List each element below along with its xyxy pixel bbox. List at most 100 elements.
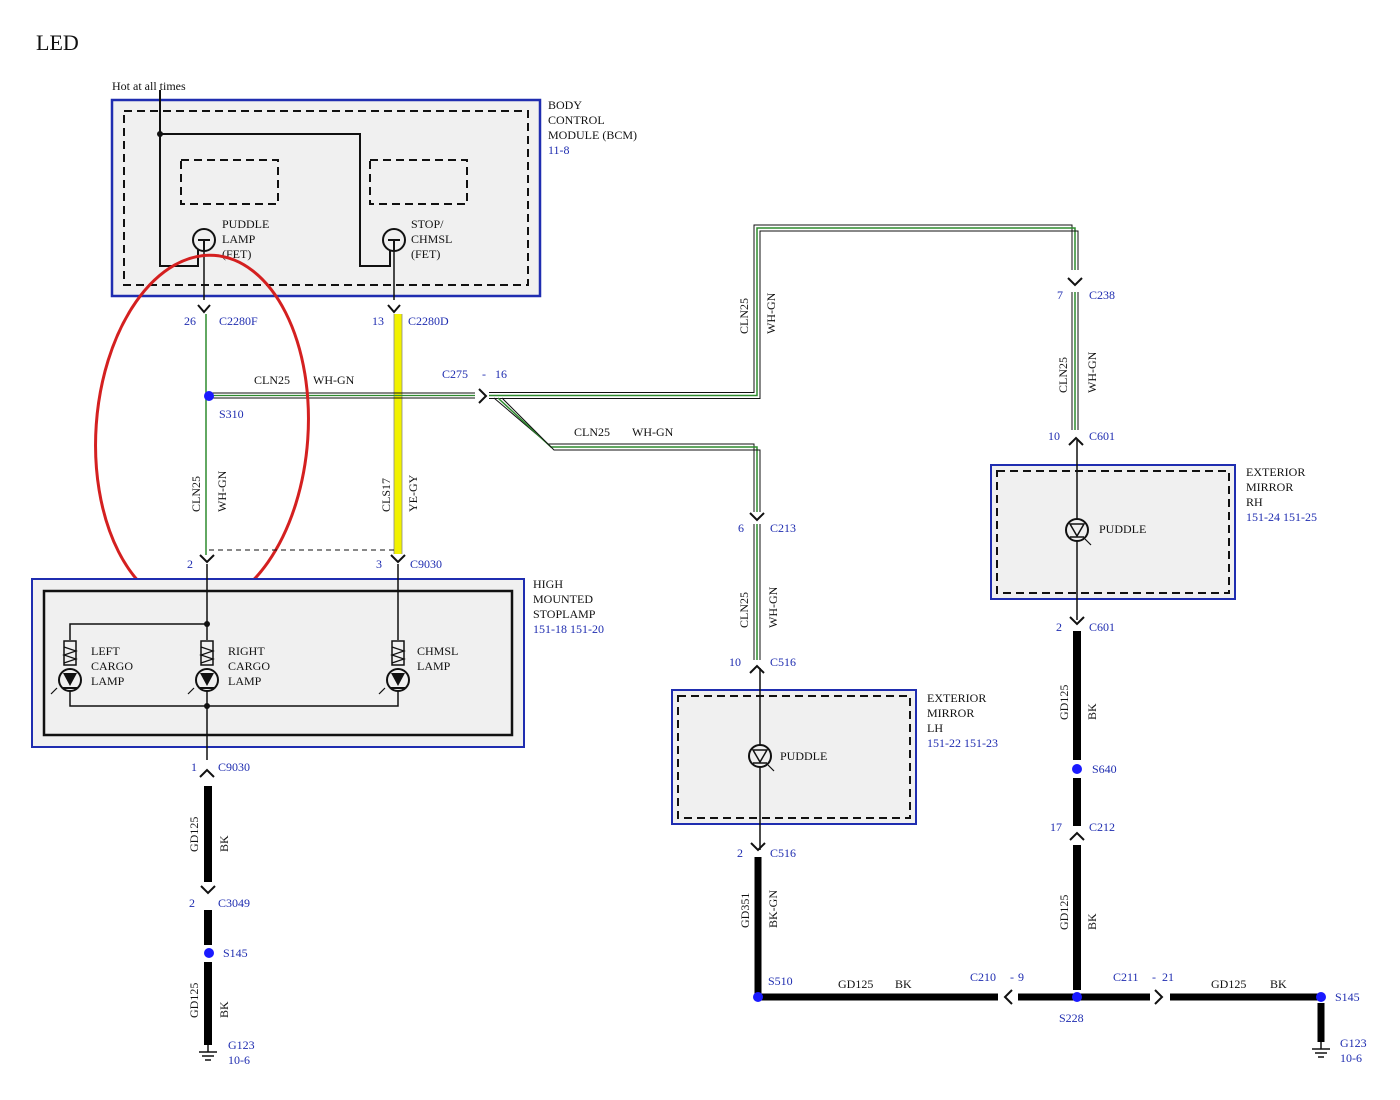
c210-connector-icon [1003,989,1013,1005]
c516-in-name: C516 [770,655,796,669]
c516-out-pin: 2 [737,846,743,860]
s145-right-splice-dot [1316,992,1326,1002]
ground-left-icon [199,1045,217,1061]
bcm-module-inner-dashed [123,110,529,286]
c601-out-pin: 2 [1056,620,1062,634]
right-cargo-lamp-label-1: RIGHT [228,644,265,658]
bcm-bus-junction-dot [157,131,163,137]
ground-right-icon [1312,1042,1330,1058]
bcm-name-3: MODULE (BCM) [548,128,637,142]
wire-cln25-horiz-circuit: CLN25 [254,373,290,387]
wire-gd125-bus2-color: BK [1270,977,1287,991]
wire-gd125-rh2-color: BK [1085,913,1099,930]
c2280d-pin: 13 [372,314,384,328]
s145-left-splice-dot [204,948,214,958]
s510-splice-dot [753,992,763,1002]
wire-cln25-top-color: WH-GN [764,292,778,334]
mirror-lh-outline [671,689,917,825]
bcm-stop-label-1: STOP/ [411,217,444,231]
wire-c275-to-c213-green [497,397,758,512]
s228-label: S228 [1059,1011,1084,1025]
bcm-name-2: CONTROL [548,113,605,127]
wire-gd125-rh-color: BK [1085,703,1099,720]
g123-right-ref: 10-6 [1340,1051,1362,1065]
mirror-rh-ref: 151-24 151-25 [1246,510,1317,524]
wire-cln25-horiz-color: WH-GN [313,373,355,387]
c213-pin: 6 [738,521,744,535]
wire-cls17-color: YE-GY [406,474,420,512]
c9030-pin3-connector-icon [390,554,406,564]
c9030-in-name: C9030 [410,557,442,571]
c9030-pin3: 3 [376,557,382,571]
c601-in-name: C601 [1089,429,1115,443]
hmsl-top-junction [204,621,210,627]
c211-name: C211 [1113,970,1139,984]
wire-gd351-color: BK-GN [766,890,780,928]
c601-in-connector-icon [1068,436,1084,446]
s310-label: S310 [219,407,244,421]
s145-left-label: S145 [223,946,248,960]
mirror-lh-ref: 151-22 151-23 [927,736,998,750]
c213-connector-icon [749,512,765,522]
chmsl-lamp-label-2: LAMP [417,659,451,673]
wire-gd125-left2-circuit: GD125 [187,983,201,1018]
c9030-pin2: 2 [187,557,193,571]
c2280d-name: C2280D [408,314,449,328]
wire-gd125-rh2-circuit: GD125 [1057,895,1071,930]
c210-pin: 9 [1018,970,1024,984]
wire-c275-to-c238-green [489,227,1076,397]
mirror-lh-name-3: LH [927,721,943,735]
mirror-rh-puddle-lamp-icon [1065,518,1092,546]
s640-splice-dot [1072,764,1082,774]
right-cargo-lamp-label-3: LAMP [228,674,262,688]
hmsl-module: LEFT CARGO LAMP RIGHT CARGO LAMP CHMSL L… [31,564,604,760]
c3049-connector-icon [200,885,216,895]
s228-splice-dot [1072,992,1082,1002]
wire-cln25-rh-circuit: CLN25 [1056,357,1070,393]
mirror-lh-inner-dashed [677,695,911,819]
mirror-lh-name-1: EXTERIOR [927,691,986,705]
c9030-pin2-connector-icon [199,554,215,564]
c212-connector-icon [1069,831,1085,841]
s510-label: S510 [768,974,793,988]
wire-cls17-yellow [394,314,402,554]
c212-name: C212 [1089,820,1115,834]
s640-label: S640 [1092,762,1117,776]
mirror-rh-lamp-label: PUDDLE [1099,522,1146,536]
c3049-name: C3049 [218,896,250,910]
mirror-rh-name-1: EXTERIOR [1246,465,1305,479]
c275-pin: 16 [495,367,507,381]
c238-pin: 7 [1057,288,1063,302]
c601-in-pin: 10 [1048,429,1060,443]
highlight-ellipse [94,253,310,611]
wire-gd125-left-circuit: GD125 [187,817,201,852]
chmsl-lamp-icon [378,640,410,695]
wire-gd125-bus1-color: BK [895,977,912,991]
hmsl-bottom-junction [204,703,210,709]
c2280d-connector-icon [387,304,401,314]
wire-gd125-left2-color: BK [217,1001,231,1018]
bcm-puddle-label-1: PUDDLE [222,217,269,231]
bcm-internal-power-bus-2 [160,133,391,267]
page-title: LED [36,30,79,55]
bcm-ref: 11-8 [548,143,570,157]
bcm-stop-label-2: CHMSL [411,232,452,246]
left-cargo-lamp-icon [50,640,82,695]
wire-gd125-rh-circuit: GD125 [1057,685,1071,720]
c211-dash: - [1152,970,1156,984]
c275-name: C275 [442,367,468,381]
c516-in-pin: 10 [729,655,741,669]
c238-connector-icon [1067,277,1083,287]
bcm-puddle-driver-box [180,159,279,205]
hmsl-outline [31,578,525,748]
wire-gd125-left-color: BK [217,835,231,852]
c516-in-connector-icon [749,664,765,674]
c9030-out-connector-icon [199,768,215,778]
bcm-puddle-label-2: LAMP [222,232,256,246]
mirror-rh-outline [990,464,1236,600]
mirror-lh-puddle-lamp-icon [748,744,775,772]
bcm-stop-driver-box [369,159,468,205]
c211-pin: 21 [1162,970,1174,984]
left-cargo-lamp-label-1: LEFT [91,644,120,658]
bcm-name-1: BODY [548,98,582,112]
